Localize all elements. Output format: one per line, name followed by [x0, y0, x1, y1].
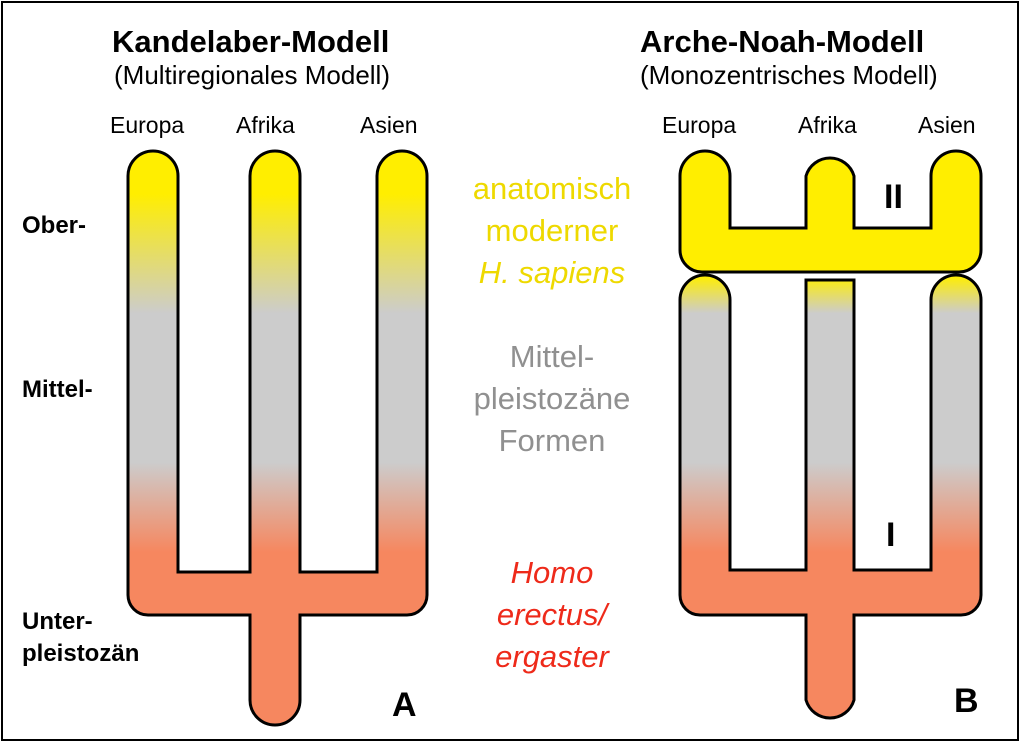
legend-modern-line-3: H. sapiens: [478, 255, 626, 290]
period-pleistozaen: pleistozän: [22, 640, 140, 667]
model-b-region-asien: Asien: [918, 112, 976, 138]
period-mittel: Mittel-: [22, 376, 93, 403]
legend-erectus-line-1: Homo: [510, 555, 594, 590]
model-a-region-afrika: Afrika: [236, 112, 295, 138]
period-unter: Unter-: [22, 608, 93, 635]
panel-letter-a: A: [392, 686, 417, 724]
ark-lower-outline: [678, 273, 983, 720]
legend-erectus-line-3: ergaster: [495, 639, 609, 674]
legend-modern: anatomisch moderner H. sapiens: [422, 168, 682, 294]
legend-middle: Mittel- pleistozäne Formen: [422, 336, 682, 462]
legend-erectus-line-2: erectus/: [496, 597, 608, 632]
legend-middle-line-2: pleistozäne: [473, 381, 631, 416]
model-a-subtitle: (Multiregionales Modell): [114, 60, 390, 90]
model-a-region-europa: Europa: [110, 112, 185, 138]
model-b-region-afrika: Afrika: [798, 112, 857, 138]
legend-middle-line-1: Mittel-: [509, 339, 595, 374]
model-b-region-europa: Europa: [662, 112, 737, 138]
legend-modern-line-2: moderner: [485, 213, 619, 248]
legend-erectus: Homo erectus/ ergaster: [422, 552, 682, 678]
panel-letter-b: B: [954, 682, 979, 720]
candelabra-tree-a: [126, 149, 429, 727]
legend-middle-line-3: Formen: [498, 423, 606, 458]
phase-2-label: II: [884, 178, 903, 216]
model-a-region-asien: Asien: [360, 112, 418, 138]
phase-1-label: I: [886, 516, 896, 554]
model-b-title: Arche-Noah-Modell: [640, 24, 925, 59]
model-b-subtitle: (Monozentrisches Modell): [640, 60, 938, 90]
ark-tree-b-lower: [678, 273, 983, 720]
candelabra-outline-a: [126, 149, 429, 727]
ark-upper-outline: [678, 149, 983, 274]
legend-modern-line-1: anatomisch: [472, 171, 632, 206]
model-a-title: Kandelaber-Modell: [112, 24, 390, 59]
period-ober: Ober-: [22, 212, 87, 239]
ark-tree-b-upper: [678, 149, 983, 274]
